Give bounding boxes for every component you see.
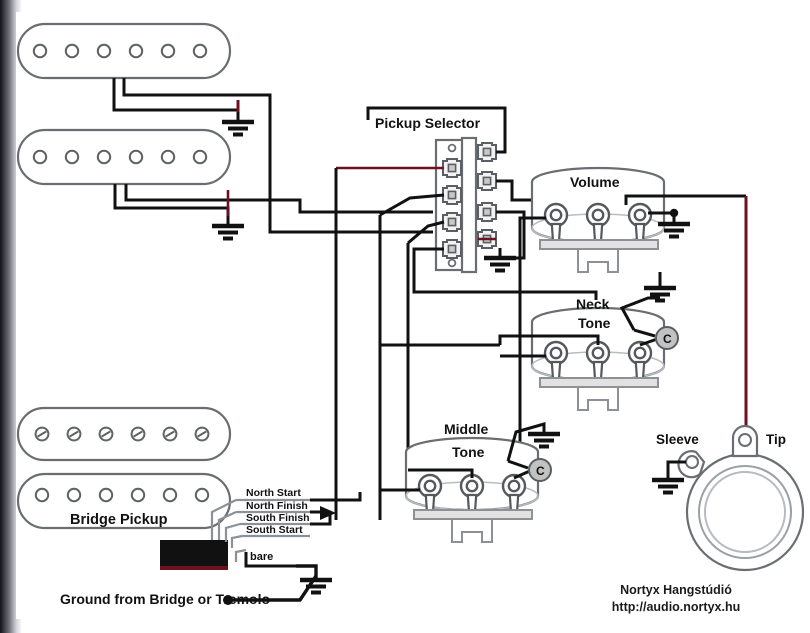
- ground-symbol-selector: [484, 248, 516, 271]
- bridge-conductor-wires: [210, 499, 247, 562]
- bridge-pickup-label: Bridge Pickup: [70, 512, 168, 528]
- wire-neck-pickup-ground: [112, 78, 240, 122]
- pot-volume[interactable]: Volume: [530, 166, 666, 273]
- capacitor-middle-tone: C: [507, 458, 552, 482]
- ground-symbol-jack: [652, 470, 684, 493]
- selector-lug-left-1[interactable]: [442, 158, 462, 178]
- selector-lug-left-4[interactable]: [442, 239, 462, 259]
- conductor-label-south-start: South Start: [246, 524, 303, 536]
- pot-middle-tone[interactable]: Middle Tone: [404, 421, 540, 543]
- wire-bridge-hot-to-selector: [334, 166, 444, 520]
- pickup-neck-single-coil: [16, 22, 232, 80]
- pot-neck-tone[interactable]: Neck Tone: [530, 296, 666, 411]
- solder-dot-bridge-ground: [223, 595, 233, 605]
- ground-note-label: Ground from Bridge or Tremolo: [60, 591, 270, 607]
- middle-tone-label-line1: Middle: [444, 421, 489, 437]
- neck-tone-shaft-tab: [577, 386, 619, 411]
- volume-pot-label: Volume: [570, 174, 620, 190]
- wire-neck-tone-in: [380, 334, 600, 347]
- selector-mount-hole-top: [447, 143, 457, 153]
- watermark-line-2: http://audio.nortyx.hu: [612, 600, 740, 614]
- output-jack[interactable]: Sleeve Tip: [656, 424, 805, 572]
- ground-from-bridge-node: [223, 564, 332, 605]
- selector-lug-right-1[interactable]: [477, 142, 497, 162]
- middle-tone-shaft-tab: [451, 518, 493, 543]
- jack-sleeve-label: Sleeve: [656, 432, 699, 447]
- selector-lug-left-2[interactable]: [442, 185, 462, 205]
- pickup-selector[interactable]: Pickup Selector: [375, 115, 497, 274]
- middle-tone-label-line2: Tone: [452, 444, 485, 460]
- wire-neck-pickup-hot: [122, 78, 433, 234]
- ground-symbol-neck-pickup: [222, 112, 254, 135]
- wire-middle-pickup-hot: [124, 184, 433, 214]
- bare-wire-label: bare: [250, 551, 273, 563]
- neck-tone-label-line2: Tone: [578, 315, 611, 331]
- wire-neck-tone-to-ground: [619, 296, 660, 331]
- wire-selector-stub-lug3: [406, 220, 445, 470]
- pickup-bridge-humbucker: Bridge Pickup: [16, 406, 232, 530]
- bridge-cable-jacket: [160, 540, 228, 570]
- conductor-label-north-start: North Start: [246, 487, 301, 499]
- capacitor-neck-tone: C: [633, 326, 679, 350]
- selector-lug-right-3[interactable]: [477, 202, 497, 222]
- solder-dot-volume: [669, 208, 679, 218]
- wire-selector-stub-lug2: [378, 193, 445, 520]
- neck-tone-cap-label: C: [663, 332, 672, 346]
- wire-selector-lug4-to-middle-tone: [412, 247, 598, 300]
- conductor-label-list: North Start North Finish South Finish So…: [246, 487, 310, 563]
- wire-bare-to-ground-bus: [244, 552, 296, 568]
- jack-tip-label: Tip: [766, 432, 786, 447]
- pickup-middle-single-coil: [16, 128, 232, 186]
- selector-lug-right-2[interactable]: [477, 171, 497, 191]
- pickup-selector-title: Pickup Selector: [375, 115, 481, 131]
- watermark-line-1: Nortyx Hangstúdió: [620, 583, 732, 597]
- wire-volume-lug1-left: [518, 216, 546, 480]
- wire-middle-pickup-ground: [113, 184, 230, 224]
- neck-tone-label-line1: Neck: [576, 296, 610, 312]
- ground-symbol-middle-pickup: [212, 216, 244, 239]
- volume-pot-shaft-tab: [577, 248, 619, 273]
- selector-mount-hole-bottom: [447, 258, 457, 268]
- conductor-label-south-finish: South Finish: [246, 512, 310, 524]
- conductor-label-north-finish: North Finish: [246, 500, 308, 512]
- wire-volume-to-jack-tip: [624, 194, 748, 430]
- selector-lug-left-3[interactable]: [442, 212, 462, 232]
- bridge-conductor-leads: [236, 498, 310, 538]
- wire-bridge-north-start: [310, 492, 362, 502]
- arrow-head-bridge: [320, 506, 336, 520]
- middle-tone-cap-label: C: [536, 464, 545, 478]
- wire-middle-tone-in: [408, 468, 474, 478]
